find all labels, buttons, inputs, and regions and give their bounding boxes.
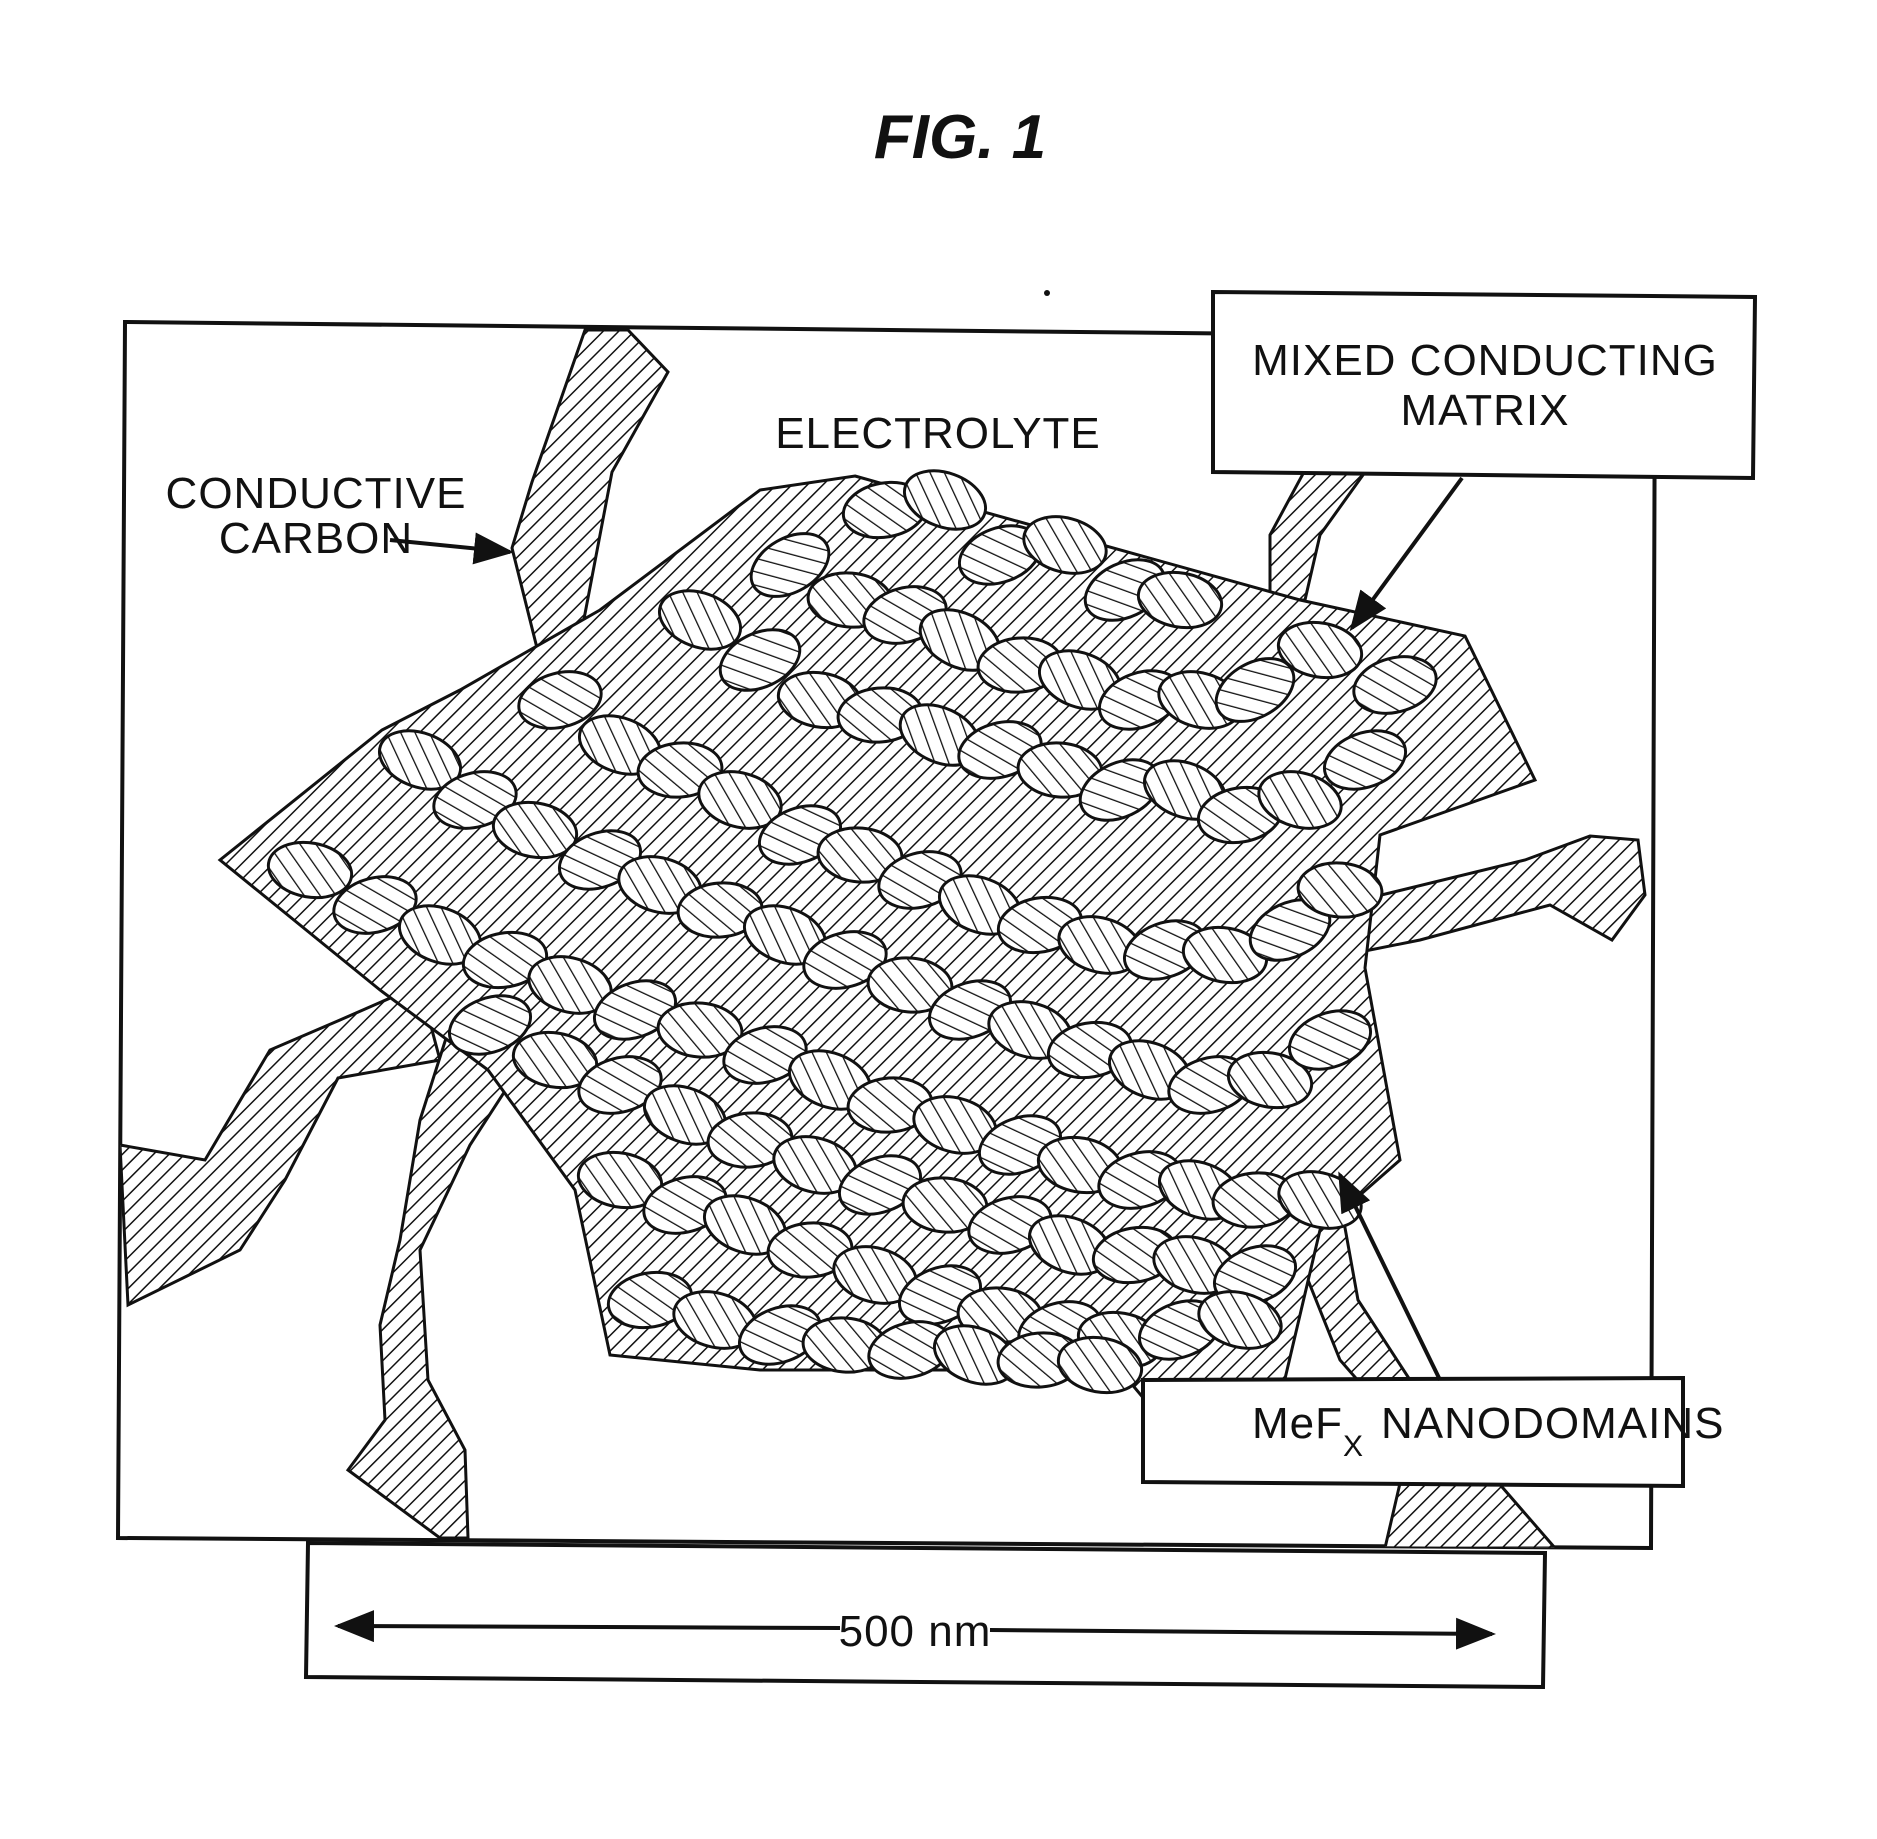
scale-bar-arrow-left: [338, 1626, 840, 1628]
matrix-label-line1: MIXED CONDUCTING: [1252, 336, 1718, 385]
scale-bar-label: 500 nm: [839, 1607, 992, 1656]
conductive-carbon-label-line1: CONDUCTIVE: [166, 469, 467, 518]
nanodomains-suffix: NANODOMAINS: [1381, 1399, 1724, 1448]
nanodomains-subscript: X: [1343, 1430, 1363, 1463]
matrix-callout-box: [1213, 292, 1755, 478]
nanodomains-prefix: MeF: [1252, 1399, 1343, 1448]
figure-title: FIG. 1: [874, 103, 1046, 172]
conductive-carbon-label-line2: CARBON: [219, 514, 413, 563]
matrix-label-line2: MATRIX: [1401, 386, 1570, 435]
stray-dot: [1044, 290, 1050, 296]
electrolyte-label: ELECTROLYTE: [775, 409, 1101, 458]
